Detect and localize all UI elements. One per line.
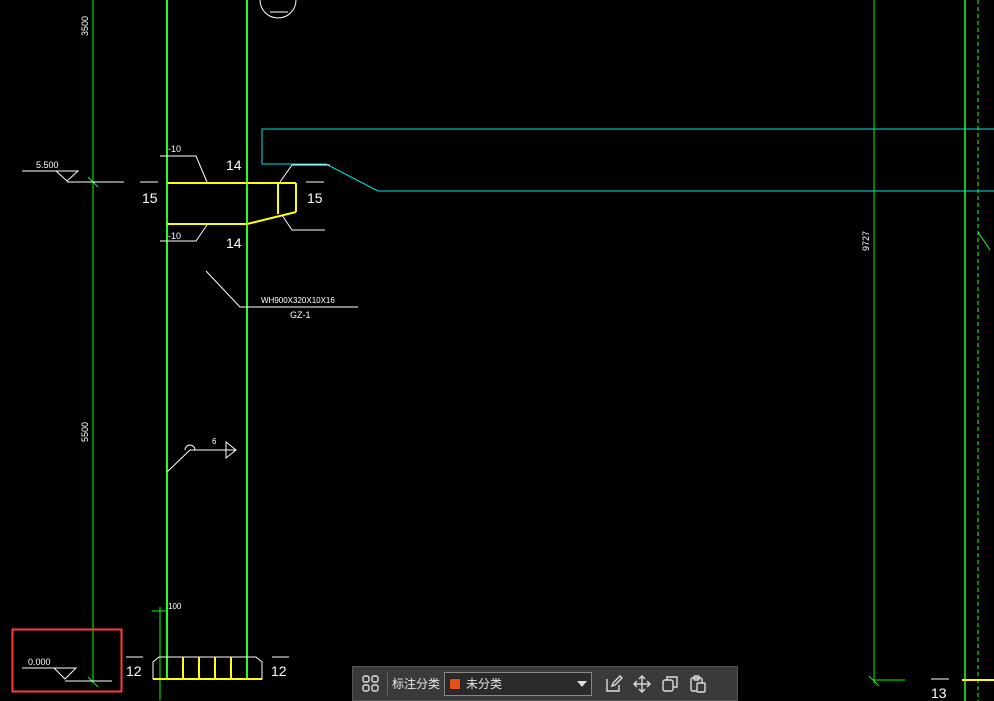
section-circle-symbol <box>259 0 297 19</box>
category-select-value: 未分类 <box>466 677 503 691</box>
plate-top-label: -10 <box>168 144 181 154</box>
elev-ground-triangle <box>52 667 78 680</box>
dim-mid-text: 5500 <box>80 422 90 442</box>
base-dim-text: 100 <box>168 602 182 611</box>
elev-ground-text: 0.000 <box>28 657 51 667</box>
weld-circle <box>184 444 196 451</box>
weld-size-text: 6 <box>212 437 217 446</box>
toolbar-separator <box>387 672 388 695</box>
member-section-text: WH900X320X10X16 <box>261 296 335 305</box>
right-dim-tick <box>868 675 880 687</box>
section-left-text: 15 <box>142 190 158 206</box>
haunch-bottom <box>246 211 297 225</box>
grid-label-right-text: 13 <box>931 685 947 701</box>
category-color-swatch <box>449 677 462 690</box>
beam-outline <box>261 128 994 192</box>
flange-top-leader <box>279 164 330 183</box>
member-leader <box>205 270 358 308</box>
base-right-text: 12 <box>271 663 287 679</box>
chevron-down-icon <box>577 680 588 687</box>
elev-upper-triangle <box>54 170 80 182</box>
grid-icon[interactable] <box>357 670 385 698</box>
plate-top-leader <box>160 155 208 183</box>
weld-triangle <box>225 440 237 460</box>
weld-leader <box>166 449 236 473</box>
member-name-text: GZ-1 <box>290 310 311 320</box>
num-top: 14 <box>226 157 242 173</box>
dim-top-text: 3500 <box>80 16 90 36</box>
plate-bottom-label: -10 <box>168 231 181 241</box>
elev-upper-text: 5.500 <box>36 160 59 170</box>
plate-bottom-leader <box>160 224 208 242</box>
section-right-text: 15 <box>307 190 323 206</box>
copy-icon[interactable] <box>656 670 684 698</box>
annotation-toolbar: 标注分类 未分类 <box>352 666 738 701</box>
num-bottom: 14 <box>226 235 242 251</box>
category-label: 标注分类 <box>392 677 441 691</box>
category-select[interactable]: 未分类 <box>444 671 593 696</box>
dim-tick-lower <box>87 676 99 688</box>
move-icon[interactable] <box>628 670 656 698</box>
paste-icon[interactable] <box>684 670 712 698</box>
flange-bottom-leader <box>281 214 325 231</box>
highlight-box <box>11 628 123 693</box>
base-left-text: 12 <box>126 663 142 679</box>
dim-right-text: 9727 <box>861 231 871 251</box>
right-column-detail <box>977 231 991 251</box>
edit-icon[interactable] <box>600 670 628 698</box>
